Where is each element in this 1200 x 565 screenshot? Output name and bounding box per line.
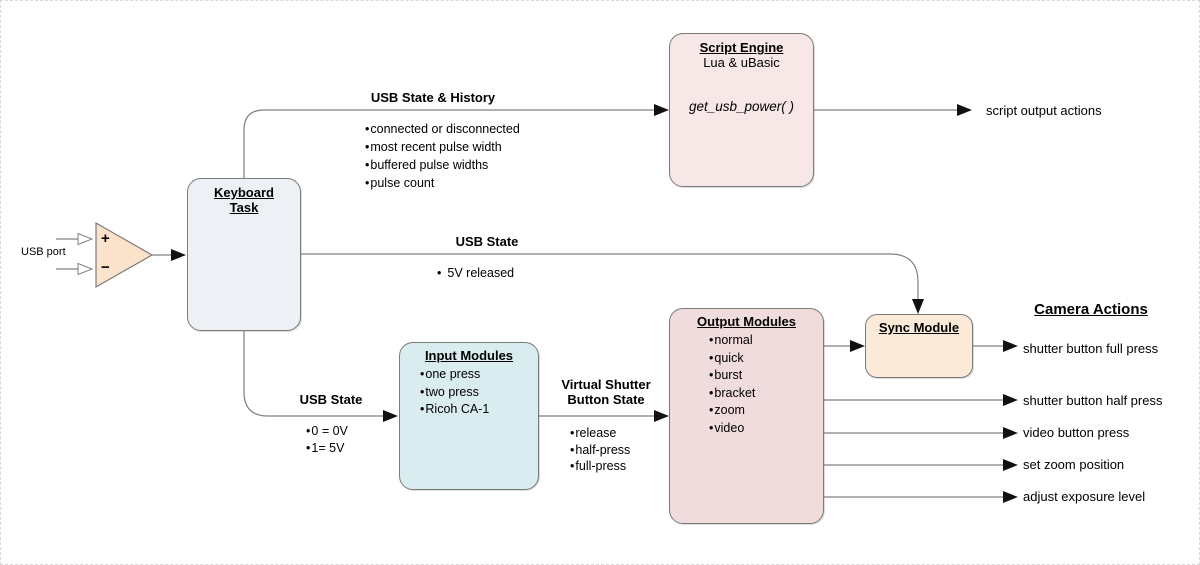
usb-port-label: USB port xyxy=(21,246,66,258)
script-engine-function: get_usb_power( ) xyxy=(688,99,795,114)
list-item: 5V released xyxy=(437,265,514,281)
usb-state-history-bullets: connected or disconnected most recent pu… xyxy=(365,120,520,192)
arrowhead-icon xyxy=(912,299,924,314)
arrowhead-icon xyxy=(1003,340,1018,352)
list-item: bracket xyxy=(709,385,823,403)
usb-state-bottom-label: USB State xyxy=(299,392,363,407)
list-item: 0 = 0V xyxy=(306,423,348,440)
camera-action-set-zoom: set zoom position xyxy=(1023,457,1125,472)
output-modules-bullets: normal quick burst bracket zoom video xyxy=(709,332,823,437)
list-item: pulse count xyxy=(365,174,520,192)
keyboard-task-title-line2: Task xyxy=(229,200,259,215)
camera-action-shutter-full: shutter button full press xyxy=(1023,341,1159,356)
script-engine-subtitle: Lua & uBasic xyxy=(703,55,780,70)
virtual-shutter-label-line1: Virtual Shutter xyxy=(561,377,651,392)
list-item: half-press xyxy=(570,442,630,459)
input-modules-box: Input Modules one press two press Ricoh … xyxy=(399,342,539,490)
virtual-shutter-label-line2: Button State xyxy=(567,392,645,407)
list-item: two press xyxy=(420,384,538,402)
sync-module-box: Sync Module xyxy=(865,314,973,378)
arrowhead-icon xyxy=(1003,491,1018,503)
list-item: zoom xyxy=(709,402,823,420)
list-item: one press xyxy=(420,366,538,384)
list-item: most recent pulse width xyxy=(365,138,520,156)
list-item: video xyxy=(709,420,823,438)
list-item: buffered pulse widths xyxy=(365,156,520,174)
list-item: release xyxy=(570,425,630,442)
keyboard-task-title-line1: Keyboard xyxy=(214,185,274,200)
arrowhead-icon xyxy=(654,410,669,422)
arrowhead-icon xyxy=(850,340,865,352)
list-item: connected or disconnected xyxy=(365,120,519,138)
output-modules-title: Output Modules xyxy=(697,314,796,329)
camera-action-shutter-half: shutter button half press xyxy=(1023,393,1163,408)
arrowhead-icon xyxy=(957,104,972,116)
script-engine-title: Script Engine xyxy=(699,40,784,55)
keyboard-task-box: Keyboard Task xyxy=(187,178,301,331)
list-item: quick xyxy=(709,350,823,368)
open-arrowhead-icon xyxy=(77,262,94,276)
script-engine-box: Script Engine Lua & uBasic get_usb_power… xyxy=(669,33,814,187)
arrowhead-icon xyxy=(1003,427,1018,439)
list-item: burst xyxy=(709,367,823,385)
open-arrowhead-icon xyxy=(77,232,94,246)
input-modules-title: Input Modules xyxy=(424,348,514,363)
arrowhead-icon xyxy=(171,249,186,261)
usb-state-mid-bullets: 5V released xyxy=(437,265,514,281)
arrowhead-icon xyxy=(383,410,398,422)
usb-state-history-label: USB State & History xyxy=(370,90,496,105)
keyboard-to-input-line xyxy=(243,331,383,417)
keyboard-to-script-line xyxy=(243,109,654,178)
arrowhead-icon xyxy=(1003,459,1018,471)
script-output-actions-label: script output actions xyxy=(986,103,1102,118)
sync-module-title: Sync Module xyxy=(878,320,960,335)
arrowhead-icon xyxy=(1003,394,1018,406)
usb-state-mid-label: USB State xyxy=(455,234,519,249)
camera-action-adjust-exposure: adjust exposure level xyxy=(1023,489,1146,504)
comparator-triangle-icon xyxy=(95,221,154,289)
comparator-plus-sign: + xyxy=(101,230,110,247)
virtual-shutter-label: Virtual Shutter Button State xyxy=(556,377,656,407)
keyboard-task-title: Keyboard Task xyxy=(188,185,300,215)
list-item: full-press xyxy=(570,458,630,475)
list-item: 1= 5V xyxy=(306,440,348,457)
camera-actions-heading: Camera Actions xyxy=(1034,301,1148,318)
usb-state-bottom-bullets: 0 = 0V 1= 5V xyxy=(306,423,348,457)
list-item: Ricoh CA-1 xyxy=(420,401,538,419)
input-modules-bullets: one press two press Ricoh CA-1 xyxy=(420,366,538,419)
virtual-shutter-bullets: release half-press full-press xyxy=(570,425,630,475)
comparator-minus-sign: − xyxy=(101,259,110,276)
list-item: normal xyxy=(709,332,823,350)
keyboard-to-sync-line xyxy=(301,253,919,299)
camera-action-video-button: video button press xyxy=(1023,425,1130,440)
output-modules-box: Output Modules normal quick burst bracke… xyxy=(669,308,824,524)
arrowhead-icon xyxy=(654,104,669,116)
